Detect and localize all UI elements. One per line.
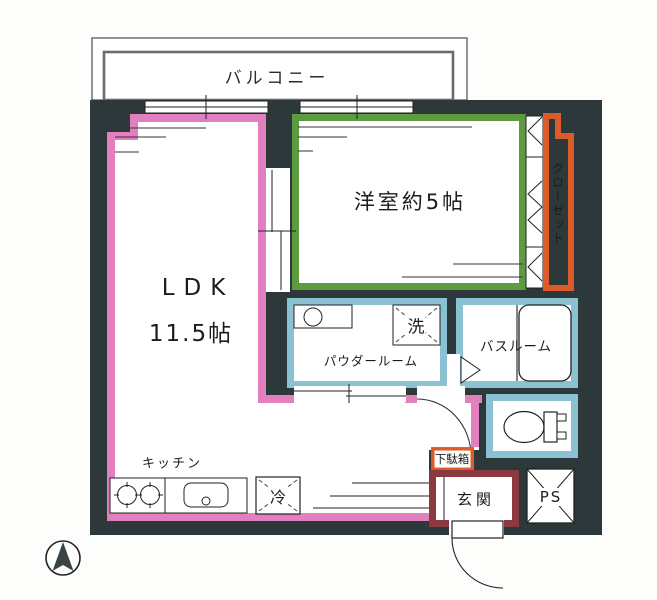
washbasin — [293, 304, 353, 329]
kitchen-sink — [183, 482, 229, 508]
balcony — [91, 37, 468, 102]
toilet-tank — [543, 411, 558, 443]
label-powder-room: パウダールーム — [323, 353, 419, 369]
label-western-room: 洋室約5帖 — [353, 190, 467, 214]
entry-step-lines — [313, 482, 430, 509]
slider-ldk-western — [258, 168, 296, 292]
label-ldk-size: 11.5帖 — [148, 321, 234, 347]
closet-folding-doors — [525, 115, 544, 289]
bathroom-door-swing — [460, 356, 481, 384]
kitchen-counter — [109, 477, 248, 514]
label-entrance: 玄関 — [456, 490, 496, 509]
label-bathroom: バスルーム — [479, 339, 553, 355]
ldk-pink-border — [107, 114, 482, 521]
compass-north-icon — [45, 540, 81, 576]
room-toilet — [486, 394, 578, 458]
door-hall-ldk — [416, 386, 472, 457]
label-kitchen: キッチン — [141, 456, 203, 472]
interior-lines — [115, 126, 523, 278]
room-western — [292, 114, 526, 290]
label-pipe-space: PS — [538, 488, 564, 506]
window-western — [299, 95, 414, 119]
label-ldk: LDK — [161, 275, 235, 301]
label-shoe-box: 下駄箱 — [434, 452, 470, 466]
shoe-box — [431, 447, 475, 472]
toilet-bowl — [503, 410, 545, 444]
slider-ldk-powder — [294, 384, 406, 403]
room-closet — [543, 113, 574, 291]
bathroom-door-opening — [447, 354, 460, 386]
room-bathroom — [447, 298, 578, 388]
window-ldk — [144, 95, 269, 119]
label-washer: 洗 — [406, 312, 426, 338]
room-ldk — [107, 114, 479, 513]
label-closet: クローゼット — [550, 162, 565, 246]
label-fridge: 冷 — [268, 484, 288, 508]
front-door — [449, 517, 504, 589]
bathtub — [518, 304, 572, 382]
label-balcony: バルコニー — [224, 68, 330, 89]
